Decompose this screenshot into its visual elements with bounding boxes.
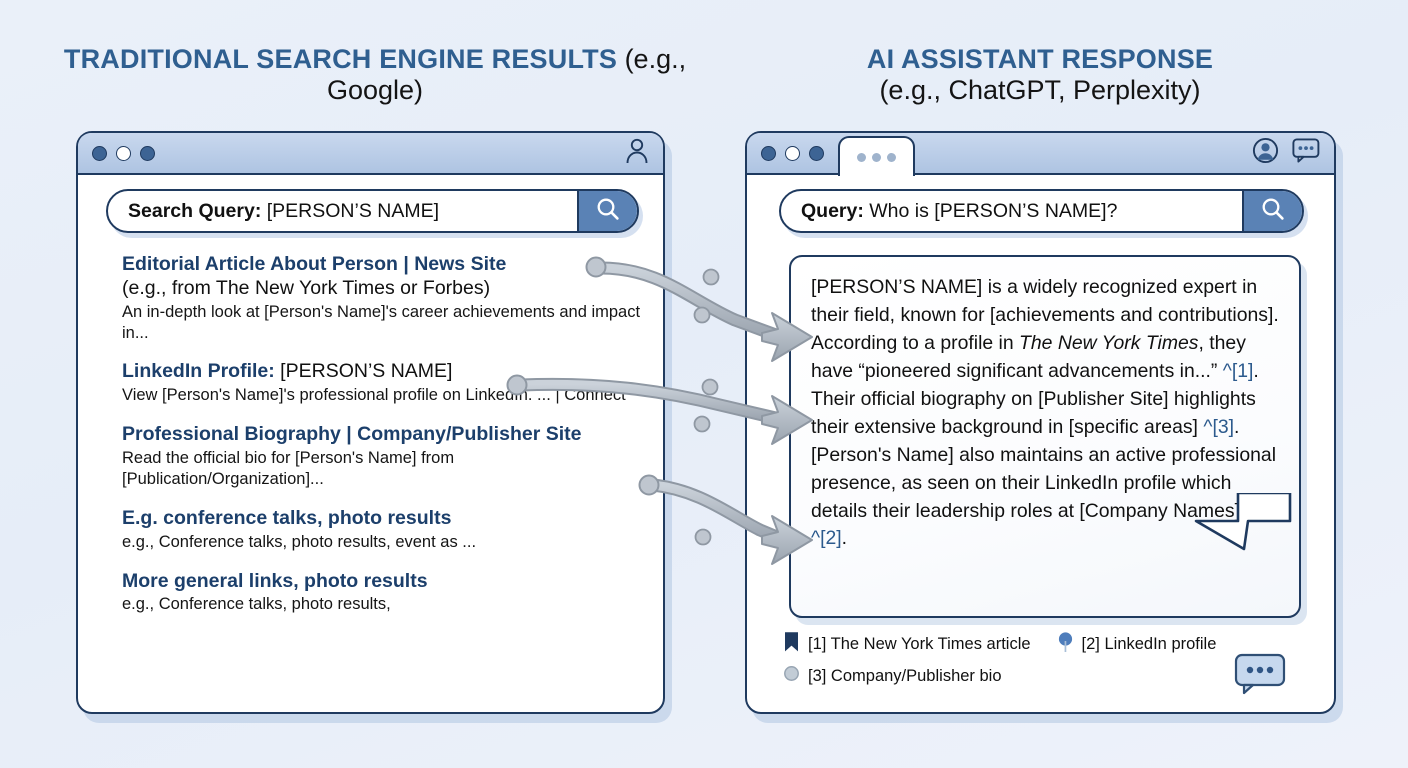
query-input-wrapper[interactable]: Query: Who is [PERSON’S NAME]? xyxy=(779,189,1304,233)
ai-response-text: [PERSON’S NAME] is a widely recognized e… xyxy=(811,274,1280,553)
search-input-wrapper[interactable]: Search Query: [PERSON’S NAME] xyxy=(106,189,639,233)
left-window-titlebar xyxy=(78,133,663,175)
citation-label: [2] LinkedIn profile xyxy=(1081,635,1217,653)
query-input-label: Query: xyxy=(801,199,864,222)
citations-row-bottom: [3] Company/Publisher bio xyxy=(783,664,1283,689)
response-part-2: , they have “pioneered significant advan… xyxy=(811,331,1246,382)
window-controls xyxy=(761,145,824,161)
right-titlebar-right-icons xyxy=(1252,137,1320,169)
right-panel-title-sub: (e.g., ChatGPT, Perplexity) xyxy=(879,74,1201,105)
search-input-label: Search Query: xyxy=(128,199,262,222)
left-panel-title-accent: TRADITIONAL SEARCH ENGINE RESULTS xyxy=(63,44,618,74)
result-subtitle: (e.g., from The New York Times or Forbes… xyxy=(122,276,491,299)
response-part-5: . xyxy=(841,527,848,550)
citation-marker-1[interactable]: ^[1] xyxy=(1222,359,1254,382)
citations-row-top: [1] The New York Times article [2] Linke… xyxy=(783,631,1283,658)
result-snippet: e.g., Conference talks, photo results, xyxy=(122,595,391,614)
right-panel-title-accent: AI ASSISTANT RESPONSE xyxy=(866,44,1214,74)
result-snippet: e.g., Conference talks, photo results, e… xyxy=(122,532,477,551)
tab-dots-icon xyxy=(857,152,866,162)
search-result-item[interactable]: Editorial Article About Person | News Si… xyxy=(122,253,652,343)
result-title-link[interactable]: E.g. conference talks, photo results xyxy=(122,506,452,529)
query-input-value: Who is [PERSON’S NAME]? xyxy=(869,199,1118,222)
citation-item-3[interactable]: [3] Company/Publisher bio xyxy=(783,664,1002,689)
query-bar-container: Query: Who is [PERSON’S NAME]? xyxy=(779,189,1304,233)
citation-label: [3] Company/Publisher bio xyxy=(808,667,1002,685)
ai-assistant-window: Query: Who is [PERSON’S NAME]? [PERSON’S… xyxy=(745,131,1336,714)
chat-bubble-icon[interactable] xyxy=(1292,138,1320,168)
avatar-icon[interactable] xyxy=(1252,137,1279,169)
citation-item-2[interactable]: [2] LinkedIn profile xyxy=(1057,631,1217,658)
response-part-1: [PERSON’S NAME] is a widely recognized e… xyxy=(811,276,1279,354)
search-input[interactable]: Search Query: [PERSON’S NAME] xyxy=(108,200,577,223)
citation-label: [1] The New York Times article xyxy=(808,635,1031,653)
result-title-link[interactable]: Editorial Article About Person | News Si… xyxy=(122,253,507,275)
window-dot-maximize-icon[interactable] xyxy=(140,145,155,161)
response-part-4: . [Person's Name] also maintains an acti… xyxy=(811,415,1276,522)
circle-icon xyxy=(783,664,800,689)
result-title-link[interactable]: More general links, photo results xyxy=(122,569,428,592)
right-panel-title: AI ASSISTANT RESPONSE (e.g., ChatGPT, Pe… xyxy=(735,44,1345,106)
browser-tab[interactable] xyxy=(838,136,915,176)
tab-dots-icon xyxy=(887,152,896,162)
search-icon xyxy=(1260,196,1286,227)
window-dot-close-icon[interactable] xyxy=(761,145,776,161)
citations-footer: [1] The New York Times article [2] Linke… xyxy=(783,631,1283,695)
query-submit-button[interactable] xyxy=(1242,191,1302,231)
tab-dots-icon xyxy=(872,152,881,162)
citation-marker-2[interactable]: ^[2] xyxy=(811,527,842,550)
result-title-value: [PERSON’S NAME] xyxy=(274,360,453,383)
citation-marker-3[interactable]: ^[3] xyxy=(1203,415,1235,438)
search-results-list: Editorial Article About Person | News Si… xyxy=(122,253,652,632)
search-engine-window: Search Query: [PERSON’S NAME] Editorial … xyxy=(76,131,665,714)
right-window-titlebar xyxy=(747,133,1334,176)
citation-item-1[interactable]: [1] The New York Times article xyxy=(783,631,1031,658)
left-titlebar-right-icons xyxy=(625,138,649,169)
person-icon[interactable] xyxy=(625,138,649,169)
window-dot-minimize-icon[interactable] xyxy=(116,145,131,161)
search-result-item[interactable]: LinkedIn Profile: [PERSON’S NAME] View [… xyxy=(122,360,652,406)
search-result-item[interactable]: Professional Biography | Company/Publish… xyxy=(122,423,652,490)
search-input-value: [PERSON’S NAME] xyxy=(266,199,440,222)
window-dot-close-icon[interactable] xyxy=(92,145,107,161)
result-snippet: An in-depth look at [Person's Name]'s ca… xyxy=(122,302,641,342)
search-result-item[interactable]: More general links, photo results e.g., … xyxy=(122,570,652,616)
bookmark-icon xyxy=(783,631,800,658)
result-title-link[interactable]: Professional Biography | Company/Publish… xyxy=(122,423,582,446)
left-panel-title-sub: (e.g., Google) xyxy=(326,44,687,105)
response-italic-source: The New York Times xyxy=(1019,331,1199,354)
result-snippet: Read the official bio for [Person's Name… xyxy=(122,448,455,488)
chat-bubble-button[interactable] xyxy=(1234,653,1286,695)
result-snippet: View [Person's Name]'s professional prof… xyxy=(122,386,626,405)
result-title-text: LinkedIn Profile: xyxy=(122,360,275,383)
search-icon xyxy=(595,196,621,227)
search-result-item[interactable]: E.g. conference talks, photo results e.g… xyxy=(122,507,652,553)
left-panel-title: TRADITIONAL SEARCH ENGINE RESULTS (e.g.,… xyxy=(60,44,690,106)
search-button[interactable] xyxy=(577,191,637,231)
query-input[interactable]: Query: Who is [PERSON’S NAME]? xyxy=(781,200,1242,223)
result-title-link[interactable]: LinkedIn Profile: [PERSON’S NAME] xyxy=(122,360,652,384)
response-part-3: . Their official biography on [Publisher… xyxy=(811,359,1259,438)
window-controls xyxy=(92,145,155,161)
window-dot-minimize-icon[interactable] xyxy=(785,145,800,161)
ai-response-bubble: [PERSON’S NAME] is a widely recognized e… xyxy=(789,255,1301,618)
search-bar-container: Search Query: [PERSON’S NAME] xyxy=(106,189,639,233)
window-dot-maximize-icon[interactable] xyxy=(809,145,824,161)
map-pin-icon xyxy=(1057,631,1074,658)
